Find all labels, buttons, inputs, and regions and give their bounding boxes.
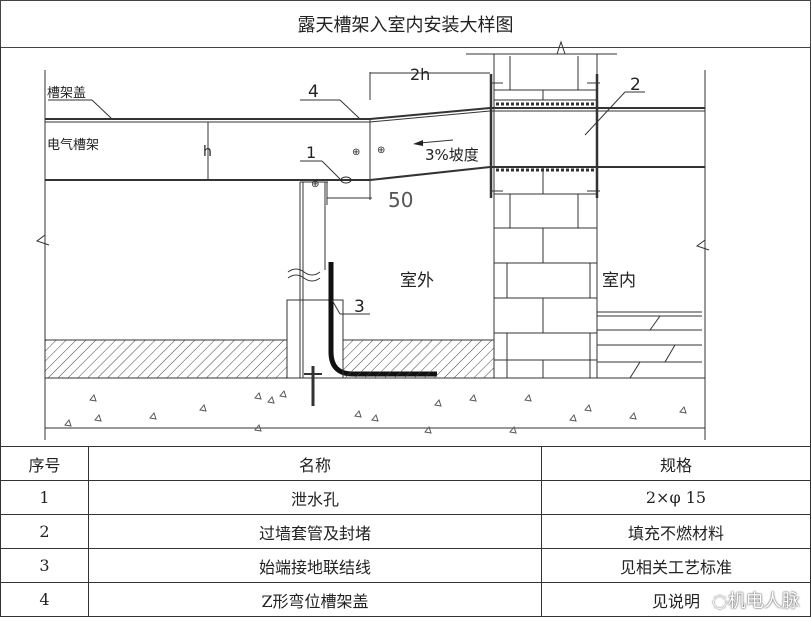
cell-index: 2 [0, 514, 89, 549]
label-indoor: 室内 [602, 271, 636, 291]
label-height: h [203, 144, 212, 160]
cell-name: 始端接地联结线 [88, 548, 542, 583]
drain-hole [340, 176, 352, 184]
floor-screed [44, 339, 288, 379]
wechat-icon: ◌ [712, 591, 728, 612]
cell-name: Z形弯位槽架盖 [88, 582, 542, 617]
label-slope: 3%坡度 [425, 146, 479, 164]
cell-spec: 填充不燃材料 [541, 514, 811, 549]
table-row: 3 始端接地联结线 见相关工艺标准 [0, 548, 811, 583]
cell-spec: 2×φ 15 [541, 480, 811, 515]
label-tray-cover: 槽架盖 [47, 86, 86, 101]
table-row: 1 泄水孔 2×φ 15 [0, 480, 811, 515]
cell-name: 泄水孔 [88, 480, 542, 515]
indoor-floor [597, 311, 702, 379]
cable-tray [45, 107, 705, 181]
dim-50: 50 [388, 188, 413, 212]
cell-name: 过墙套管及封堵 [88, 514, 542, 549]
cell-index: 4 [0, 582, 89, 617]
label-outdoor: 室外 [400, 271, 434, 291]
concrete-slab [64, 389, 687, 434]
callout-4: 4 [308, 82, 319, 102]
support-post [286, 181, 344, 379]
watermark-text: 机电人脉 [727, 591, 800, 612]
callout-3: 3 [354, 297, 365, 317]
header-index: 序号 [0, 446, 89, 481]
brick-wall [466, 40, 617, 378]
callout-2: 2 [630, 75, 641, 95]
dim-2h: 2h [410, 65, 430, 84]
table-header-row: 序号 名称 规格 [0, 446, 811, 481]
cell-spec: 见相关工艺标准 [541, 548, 811, 583]
svg-text:⊕: ⊕ [377, 145, 385, 156]
svg-text:⊕: ⊕ [311, 179, 319, 190]
wall-sleeve [489, 74, 599, 198]
watermark: ◌机电人脉 [712, 591, 800, 613]
cell-spec: 见说明 [541, 582, 811, 617]
svg-text:⊕: ⊕ [352, 147, 360, 158]
cell-index: 3 [0, 548, 89, 583]
cell-index: 1 [0, 480, 89, 515]
callout-1: 1 [306, 143, 316, 162]
legend-table: 序号 名称 规格 1 泄水孔 2×φ 15 2 过墙套管及封堵 填充不燃材料 3… [0, 446, 811, 617]
label-electrical-tray: 电气槽架 [47, 137, 99, 153]
header-name: 名称 [88, 446, 542, 481]
installation-detail-drawing: ⊕ ⊕ ⊕ 槽架盖 电气槽架 h 2h 50 3%坡度 室外 室内 1 2 3 4 [0, 40, 811, 446]
table-row: 4 Z形弯位槽架盖 见说明 [0, 582, 811, 617]
table-row: 2 过墙套管及封堵 填充不燃材料 [0, 514, 811, 549]
sleeve-sealing [496, 102, 594, 172]
header-spec: 规格 [541, 446, 811, 481]
